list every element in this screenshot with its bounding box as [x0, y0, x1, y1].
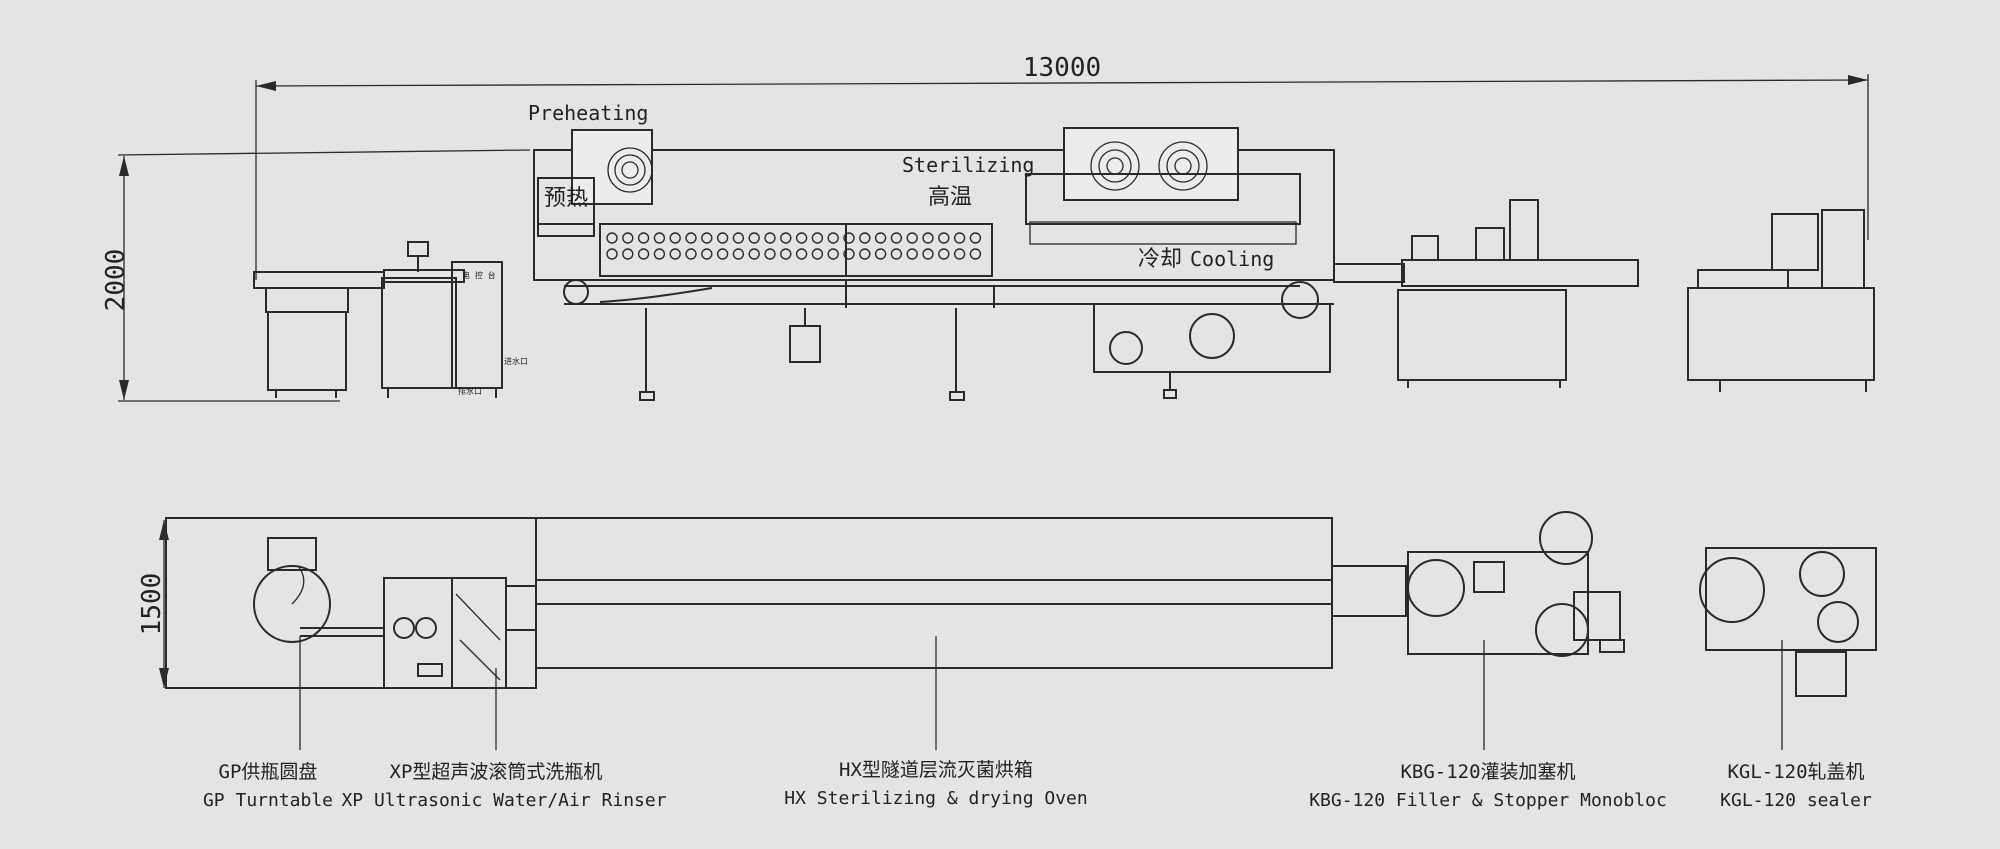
hepa-hole: [748, 232, 760, 244]
hepa-hole: [795, 248, 808, 260]
hepa-hole: [732, 232, 745, 244]
hepa-hole: [669, 232, 681, 244]
machine-labels: GP供瓶圆盘 GP Turntable XP型超声波滚筒式洗瓶机 XP Ultr…: [203, 636, 1872, 811]
hepa-hole: [874, 232, 887, 244]
svg-text:排水口: 排水口: [458, 386, 482, 396]
hepa-hole: [969, 232, 982, 244]
sterilizing-label: Sterilizing: [902, 153, 1034, 177]
hepa-hole: [622, 248, 634, 260]
hepa-hole: [811, 232, 824, 244]
hepa-hole: [969, 248, 982, 260]
hepa-hole: [780, 248, 792, 260]
hepa-hole: [716, 232, 729, 244]
preheating-label: Preheating: [528, 101, 648, 125]
hepa-hole: [685, 232, 697, 244]
hepa-hole: [874, 248, 887, 260]
hepa-hole: [938, 232, 950, 244]
hepa-hole: [685, 248, 697, 260]
dimension-height: 2000: [101, 149, 531, 402]
hepa-hole: [780, 232, 792, 244]
hepa-hole: [953, 232, 966, 244]
sterilizing-cn-label: 高温: [928, 185, 972, 210]
hepa-hole: [906, 232, 918, 244]
hepa-hole: [748, 248, 760, 260]
hepa-hole: [701, 232, 713, 244]
svg-text:进水口: 进水口: [504, 356, 528, 366]
machine-2-cn: XP型超声波滚筒式洗瓶机: [390, 761, 603, 783]
machine-3-cn: HX型隧道层流灭菌烘箱: [839, 759, 1033, 781]
hepa-hole: [701, 248, 713, 260]
hepa-hole: [938, 248, 950, 260]
hepa-hole: [669, 248, 681, 260]
cooling-cn-label: 冷却: [1138, 247, 1182, 272]
machine-1-cn: GP供瓶圆盘: [219, 761, 318, 783]
machine-1-en: GP Turntable: [203, 790, 333, 811]
machine-5-en: KGL-120 sealer: [1720, 790, 1872, 811]
hepa-hole: [637, 232, 650, 244]
hepa-hole: [716, 248, 729, 260]
hepa-hole: [764, 232, 776, 244]
hepa-hole: [653, 232, 666, 244]
svg-text:电 控 台: 电 控 台: [462, 270, 496, 280]
dimension-width: 1500: [137, 520, 169, 688]
hepa-hole: [906, 248, 918, 260]
hepa-hole: [637, 248, 650, 260]
hepa-hole: [890, 232, 903, 244]
hepa-hole: [606, 232, 618, 244]
machine-2-en: XP Ultrasonic Water/Air Rinser: [341, 790, 666, 811]
hepa-hole: [811, 248, 824, 260]
hepa-hole: [653, 248, 666, 260]
machine-3-en: HX Sterilizing & drying Oven: [784, 788, 1087, 809]
machine-4-cn: KBG-120灌装加塞机: [1400, 761, 1575, 783]
hepa-hole: [859, 248, 871, 260]
hepa-hole: [764, 248, 776, 260]
cooling-label: Cooling: [1190, 247, 1274, 271]
hepa-hole: [922, 248, 934, 260]
machine-5-cn: KGL-120轧盖机: [1727, 761, 1864, 783]
hepa-hole: [953, 248, 966, 260]
hepa-hole-grid: [606, 232, 982, 260]
dimension-overall-length: 13000: [255, 53, 1869, 280]
hepa-hole: [606, 248, 618, 260]
hepa-hole: [732, 248, 745, 260]
plan-view: [165, 511, 1877, 697]
elevation-view: 电 控 台 进水口 排水口 预热 Preheating Sterilizing …: [253, 101, 1875, 401]
cooling-fan-box: [1063, 127, 1239, 201]
dimension-13000-label: 13000: [1023, 53, 1101, 83]
hepa-hole: [827, 248, 839, 260]
hepa-hole: [827, 232, 839, 244]
hepa-hole: [843, 232, 855, 244]
machine-4-en: KBG-120 Filler & Stopper Monobloc: [1309, 790, 1667, 811]
dimension-2000-label: 2000: [101, 249, 131, 312]
dimension-1500-label: 1500: [137, 573, 167, 636]
hepa-hole: [795, 232, 808, 244]
hepa-hole: [622, 232, 634, 244]
hepa-hole: [843, 248, 855, 260]
hepa-hole: [859, 232, 871, 244]
hepa-hole: [922, 232, 934, 244]
preheating-cn-label: 预热: [544, 186, 588, 211]
hepa-hole: [890, 248, 903, 260]
